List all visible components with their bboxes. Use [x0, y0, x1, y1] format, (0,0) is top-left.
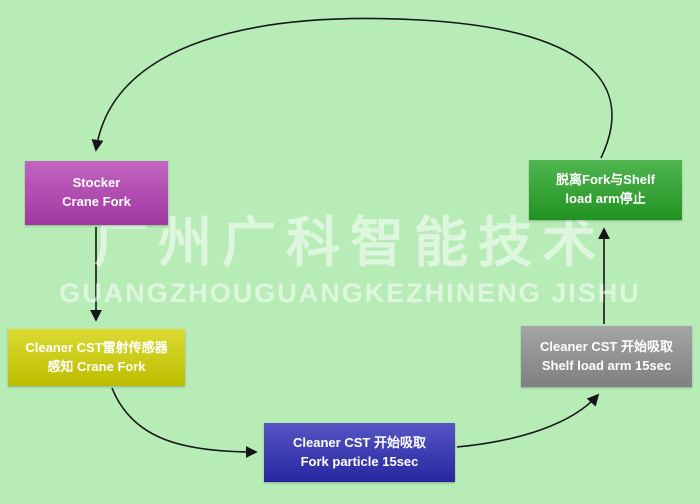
node-label-line1: Cleaner CST 开始吸取: [293, 434, 426, 450]
node-detach-fork-shelf-stop: 脱离Fork与Shelf load arm停止: [529, 160, 682, 220]
node-cst-shelf-load-arm: Cleaner CST 开始吸取 Shelf load arm 15sec: [521, 326, 692, 387]
node-label-line2: Fork particle 15sec: [300, 453, 419, 469]
arrow-sensor-to-particle: [111, 387, 258, 458]
node-label-line2: load arm停止: [565, 191, 646, 206]
node-label-line1: Cleaner CST雷射传感器: [25, 339, 168, 355]
node-label-line2: 感知 Crane Fork: [47, 358, 146, 374]
node-stocker-crane-fork: Stocker Crane Fork: [25, 161, 168, 225]
node-label-line1: Stocker: [72, 175, 121, 191]
arrow-particle-to-shelf: [456, 393, 600, 448]
node-label-line1: 脱离Fork与Shelf: [556, 172, 655, 188]
node-cst-fork-particle: Cleaner CST 开始吸取 Fork particle 15sec: [264, 423, 455, 482]
arrow-detach-to-stocker: [91, 17, 613, 159]
node-label-line1: Cleaner CST 开始吸取: [540, 338, 673, 354]
node-label-line2: Crane Fork: [62, 194, 131, 209]
node-label-line2: Shelf load arm 15sec: [541, 357, 672, 373]
watermark-pinyin: GUANGZHOUGUANGKEZHINENG JISHU: [59, 278, 641, 308]
node-cst-laser-sensor: Cleaner CST雷射传感器 感知 Crane Fork: [8, 329, 185, 386]
